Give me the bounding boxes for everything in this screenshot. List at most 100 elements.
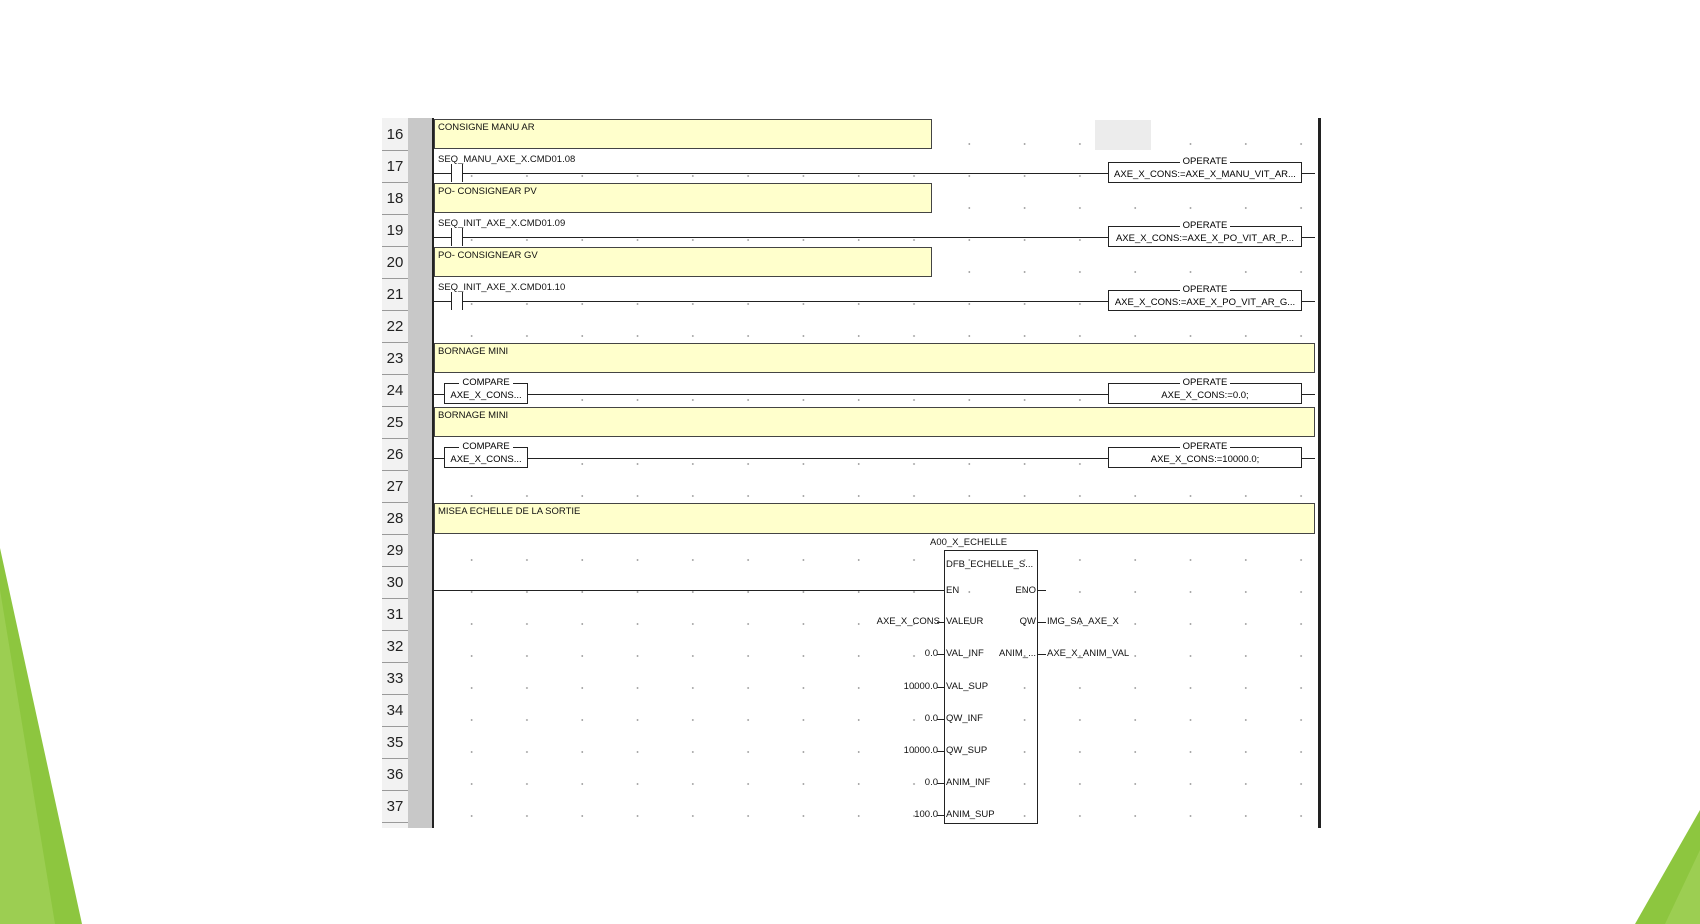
- input-anim-sup[interactable]: 100.0: [914, 809, 938, 820]
- row-number[interactable]: 29: [382, 534, 408, 567]
- comment-block[interactable]: BORNAGE MINI: [434, 407, 1315, 437]
- row-number[interactable]: 33: [382, 662, 408, 695]
- row-number[interactable]: 19: [382, 214, 408, 247]
- row-number[interactable]: 34: [382, 694, 408, 727]
- contact-no[interactable]: [451, 164, 463, 182]
- operate-block[interactable]: OPERATE AXE_X_CONS:=10000.0;: [1108, 441, 1302, 468]
- pin-stub: [937, 751, 945, 752]
- operate-expression: AXE_X_CONS:=0.0;: [1161, 390, 1249, 401]
- operate-block[interactable]: OPERATE AXE_X_CONS:=AXE_X_MANU_VIT_AR...: [1108, 156, 1302, 183]
- eno-stub: [1038, 590, 1046, 591]
- operate-title: OPERATE: [1179, 441, 1231, 452]
- input-valeur[interactable]: AXE_X_CONS: [876, 616, 940, 627]
- row-number[interactable]: 21: [382, 278, 408, 311]
- pin-stub: [1038, 654, 1046, 655]
- pin-stub: [937, 622, 945, 623]
- pin-stub: [937, 687, 945, 688]
- row-number[interactable]: 36: [382, 758, 408, 791]
- operate-expression: AXE_X_CONS:=AXE_X_PO_VIT_AR_P...: [1115, 233, 1295, 244]
- ladder-editor: 16 17 18 19 20 21 22 23 24 25 26 27 28 2…: [382, 118, 1321, 828]
- row-number[interactable]: 17: [382, 150, 408, 183]
- compare-expression: AXE_X_CONS...: [450, 454, 522, 465]
- row-number[interactable]: 22: [382, 310, 408, 343]
- operate-title: OPERATE: [1179, 156, 1231, 167]
- dfb-pin-eno: ENO: [1015, 585, 1036, 596]
- comment-block[interactable]: CONSIGNE MANU AR: [434, 119, 932, 149]
- row-number[interactable]: 24: [382, 374, 408, 407]
- output-qw[interactable]: IMG_SA_AXE_X: [1047, 616, 1119, 627]
- left-power-rail: [432, 118, 434, 828]
- operate-title: OPERATE: [1179, 377, 1231, 388]
- dfb-pin-en: EN: [946, 585, 960, 596]
- rung-wire: [1302, 173, 1315, 174]
- operate-title: OPERATE: [1179, 220, 1231, 231]
- en-wire: [434, 590, 944, 591]
- rung-wire: [434, 237, 1274, 238]
- comment-block[interactable]: PO- CONSIGNEAR PV: [434, 183, 932, 213]
- row-number[interactable]: 26: [382, 438, 408, 471]
- operate-expression: AXE_X_CONS:=10000.0;: [1150, 454, 1260, 465]
- contact-label: SEQ_MANU_AXE_X.CMD01.08: [438, 154, 576, 165]
- contact-no[interactable]: [451, 228, 463, 246]
- rung-wire: [1302, 301, 1315, 302]
- dfb-pin-qw-inf: QW_INF: [946, 713, 983, 724]
- row-number-column: 16 17 18 19 20 21 22 23 24 25 26 27 28 2…: [382, 118, 408, 828]
- rung-wire: [434, 301, 1274, 302]
- rung-wire: [434, 394, 1315, 395]
- contact-no[interactable]: [451, 292, 463, 310]
- dfb-instance-name: A00_X_ECHELLE: [930, 537, 1008, 548]
- compare-title: COMPARE: [459, 377, 513, 388]
- selection-bar[interactable]: [408, 118, 432, 828]
- pin-stub: [937, 654, 945, 655]
- operate-block[interactable]: OPERATE AXE_X_CONS:=AXE_X_PO_VIT_AR_G...: [1108, 284, 1302, 311]
- compare-block[interactable]: COMPARE AXE_X_CONS...: [444, 441, 528, 468]
- operate-block[interactable]: OPERATE AXE_X_CONS:=AXE_X_PO_VIT_AR_P...: [1108, 220, 1302, 247]
- row-number[interactable]: 20: [382, 246, 408, 279]
- contact-label: SEQ_INIT_AXE_X.CMD01.09: [438, 218, 566, 229]
- input-val-sup[interactable]: 10000.0: [903, 681, 938, 692]
- row-number[interactable]: 25: [382, 406, 408, 439]
- output-anim[interactable]: AXE_X_ANIM_VAL: [1047, 648, 1130, 659]
- dfb-pin-valeur: VALEUR: [946, 616, 984, 627]
- compare-block[interactable]: COMPARE AXE_X_CONS...: [444, 377, 528, 404]
- dfb-pin-qw-sup: QW_SUP: [946, 745, 988, 756]
- row-number[interactable]: 23: [382, 342, 408, 375]
- dfb-pin-val-sup: VAL_SUP: [946, 681, 989, 692]
- contact-label: SEQ_INIT_AXE_X.CMD01.10: [438, 282, 566, 293]
- dfb-echelle-block[interactable]: DFB_ECHELLE_S... EN ENO VALEUR QW VAL_IN…: [944, 550, 1038, 824]
- dfb-pin-anim: ANIM_...: [999, 648, 1036, 659]
- row-number[interactable]: 37: [382, 790, 408, 823]
- rung-wire: [1302, 237, 1315, 238]
- dfb-type: DFB_ECHELLE_S...: [946, 559, 1034, 570]
- operate-expression: AXE_X_CONS:=AXE_X_MANU_VIT_AR...: [1114, 169, 1296, 180]
- rung-wire: [434, 458, 1315, 459]
- pin-stub: [937, 783, 945, 784]
- compare-title: COMPARE: [459, 441, 513, 452]
- comment-block[interactable]: MISEA ECHELLE DE LA SORTIE: [434, 503, 1315, 534]
- dfb-pin-anim-sup: ANIM_SUP: [946, 809, 995, 820]
- row-number[interactable]: 18: [382, 182, 408, 215]
- row-number[interactable]: 31: [382, 598, 408, 631]
- row-number[interactable]: 35: [382, 726, 408, 759]
- pin-stub: [937, 815, 945, 816]
- dfb-pin-val-inf: VAL_INF: [946, 648, 984, 659]
- pin-stub: [937, 719, 945, 720]
- comment-block[interactable]: BORNAGE MINI: [434, 343, 1315, 373]
- dfb-pin-anim-inf: ANIM_INF: [946, 777, 991, 788]
- row-number[interactable]: 30: [382, 566, 408, 599]
- row-number[interactable]: 28: [382, 502, 408, 535]
- input-anim-inf[interactable]: 0.0: [924, 777, 938, 788]
- operate-block[interactable]: OPERATE AXE_X_CONS:=0.0;: [1108, 377, 1302, 404]
- dfb-pin-qw: QW: [1019, 616, 1036, 627]
- input-val-inf[interactable]: 0.0: [924, 648, 938, 659]
- comment-block[interactable]: PO- CONSIGNEAR GV: [434, 247, 932, 277]
- input-qw-inf[interactable]: 0.0: [924, 713, 938, 724]
- rung-wire: [434, 173, 1274, 174]
- input-qw-sup[interactable]: 10000.0: [903, 745, 938, 756]
- row-number[interactable]: 16: [382, 118, 408, 151]
- row-number[interactable]: 27: [382, 470, 408, 503]
- row-number[interactable]: 32: [382, 630, 408, 663]
- cell-highlight: [1095, 120, 1151, 150]
